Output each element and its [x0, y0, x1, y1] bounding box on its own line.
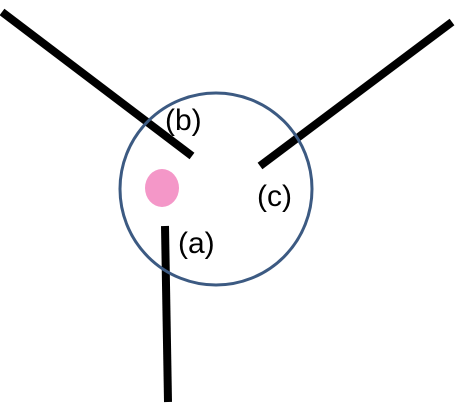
- label-b: (b): [165, 104, 202, 137]
- label-c: (c): [257, 180, 292, 213]
- junction-circle: [118, 91, 314, 287]
- arm-bottom: [161, 225, 172, 403]
- arm-upper-left: [0, 8, 195, 160]
- pink-dot: [145, 169, 179, 207]
- label-a: (a): [178, 227, 215, 260]
- arm-upper-right: [257, 18, 455, 170]
